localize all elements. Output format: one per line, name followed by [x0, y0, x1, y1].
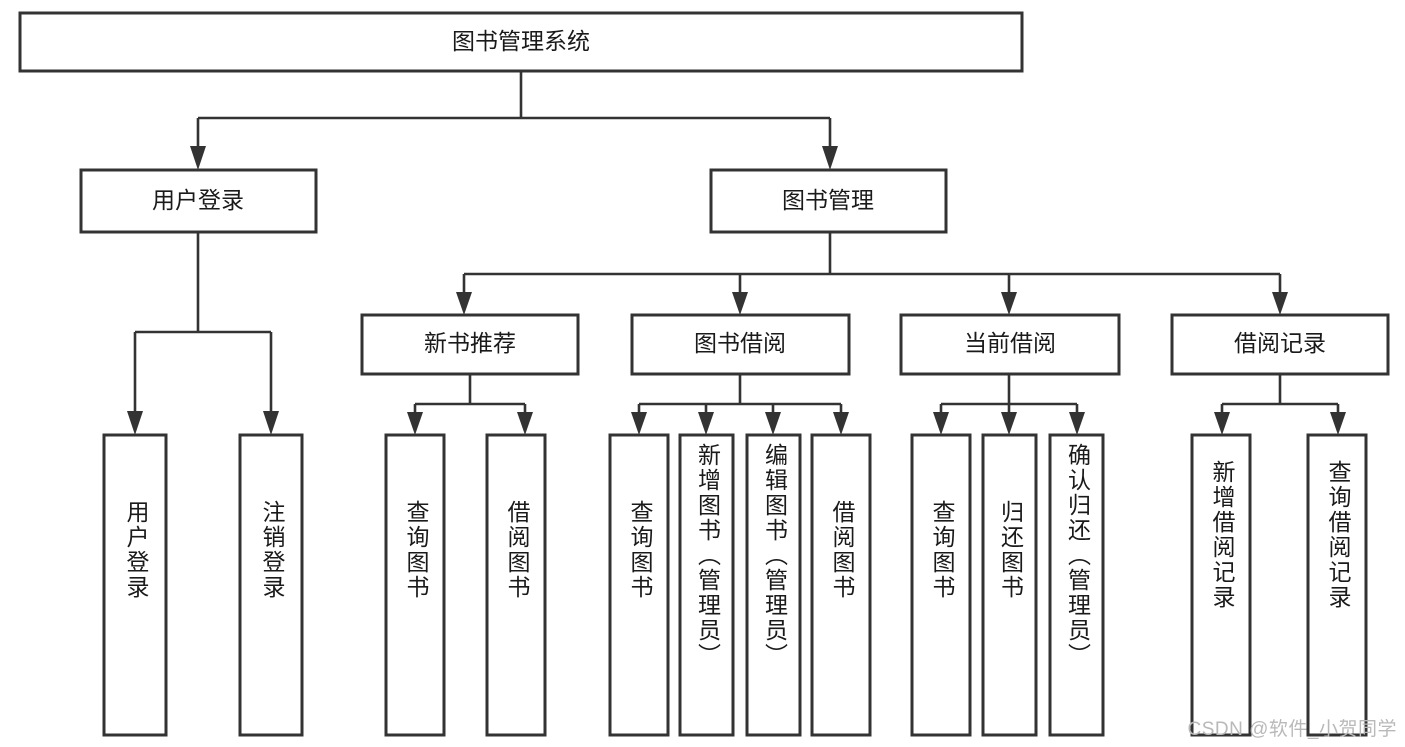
arrowhead-leaf-borrow-book-1 [517, 412, 533, 435]
arrowhead-leaf-user-login [127, 411, 143, 435]
arrowhead-new-book-recommend [456, 292, 472, 315]
arrowhead-leaf-confirm-return [1069, 412, 1085, 435]
connector-group-user-login [127, 232, 279, 435]
leaf-query-book-3-box[interactable] [910, 433, 972, 737]
arrowhead-leaf-query-record [1330, 412, 1346, 435]
leaf-return-book-box[interactable] [981, 433, 1038, 737]
arrowhead-leaf-add-record [1214, 412, 1230, 435]
node-new-book-recommend-box[interactable] [360, 313, 580, 376]
node-borrow-record-box[interactable] [1170, 313, 1390, 376]
connector-group-borrow-record [1214, 374, 1346, 435]
leaf-query-book-2-box[interactable] [608, 433, 670, 737]
node-book-borrow[interactable]: 图书借阅 [630, 313, 851, 376]
node-user-login-box[interactable] [79, 168, 318, 234]
arrowhead-book-borrow [732, 292, 748, 315]
arrowhead-leaf-query-book-3 [933, 412, 949, 435]
arrowhead-leaf-return-book [1001, 412, 1017, 435]
leaf-add-record-box[interactable] [1190, 433, 1252, 737]
arrowhead-leaf-borrow-book-2 [833, 412, 849, 435]
arrowhead-user-login [190, 146, 206, 170]
arrowhead-current-borrow [1001, 292, 1017, 315]
node-root-label: 图书管理系统 [452, 28, 590, 54]
node-book-borrow-box[interactable] [630, 313, 851, 376]
arrowhead-leaf-edit-book [765, 412, 781, 435]
csdn-watermark: CSDN @软件_小贺同学 [1187, 719, 1397, 740]
leaf-user-login-box[interactable] [102, 433, 168, 737]
node-new-book-recommend[interactable]: 新书推荐 [360, 313, 580, 376]
arrowhead-leaf-query-book-2 [631, 412, 647, 435]
node-book-manage-box[interactable] [709, 168, 948, 234]
node-current-borrow-label: 当前借阅 [964, 330, 1056, 356]
arrowhead-borrow-record [1272, 292, 1288, 315]
arrowhead-leaf-user-logout [263, 411, 279, 435]
connector-group-new-book-recommend [407, 374, 533, 435]
node-borrow-record-label: 借阅记录 [1234, 330, 1326, 356]
node-root[interactable]: 图书管理系统 [18, 11, 1024, 73]
leaf-confirm-return-box[interactable] [1048, 433, 1105, 737]
node-user-login[interactable]: 用户登录 [79, 168, 318, 234]
node-current-borrow[interactable]: 当前借阅 [899, 313, 1121, 376]
leaf-edit-book-box[interactable] [745, 433, 802, 737]
node-book-manage[interactable]: 图书管理 [709, 168, 948, 234]
node-book-borrow-label: 图书借阅 [694, 330, 786, 356]
leaf-borrow-book-1-box[interactable] [485, 433, 547, 737]
arrowhead-leaf-query-book-1 [407, 412, 423, 435]
arrowhead-leaf-add-book [698, 412, 714, 435]
node-current-borrow-box[interactable] [899, 313, 1121, 376]
leaf-query-book-1-box[interactable] [384, 433, 446, 737]
leaf-user-logout-box[interactable] [238, 433, 304, 737]
arrowhead-book-manage [822, 146, 838, 170]
connector-group-current-borrow [933, 374, 1085, 435]
leaf-borrow-book-2-box[interactable] [810, 433, 872, 737]
leaf-boxes [102, 433, 1368, 737]
node-root-box[interactable] [18, 11, 1024, 73]
connector-group-book-borrow [631, 374, 849, 435]
connector-group-root [190, 71, 838, 170]
node-borrow-record[interactable]: 借阅记录 [1170, 313, 1390, 376]
leaf-query-record-box[interactable] [1306, 433, 1368, 737]
node-book-manage-label: 图书管理 [782, 187, 874, 213]
leaf-add-book-box[interactable] [678, 433, 735, 737]
connector-group-book-manage [456, 232, 1288, 315]
node-new-book-recommend-label: 新书推荐 [424, 330, 516, 356]
node-user-login-label: 用户登录 [152, 187, 244, 213]
